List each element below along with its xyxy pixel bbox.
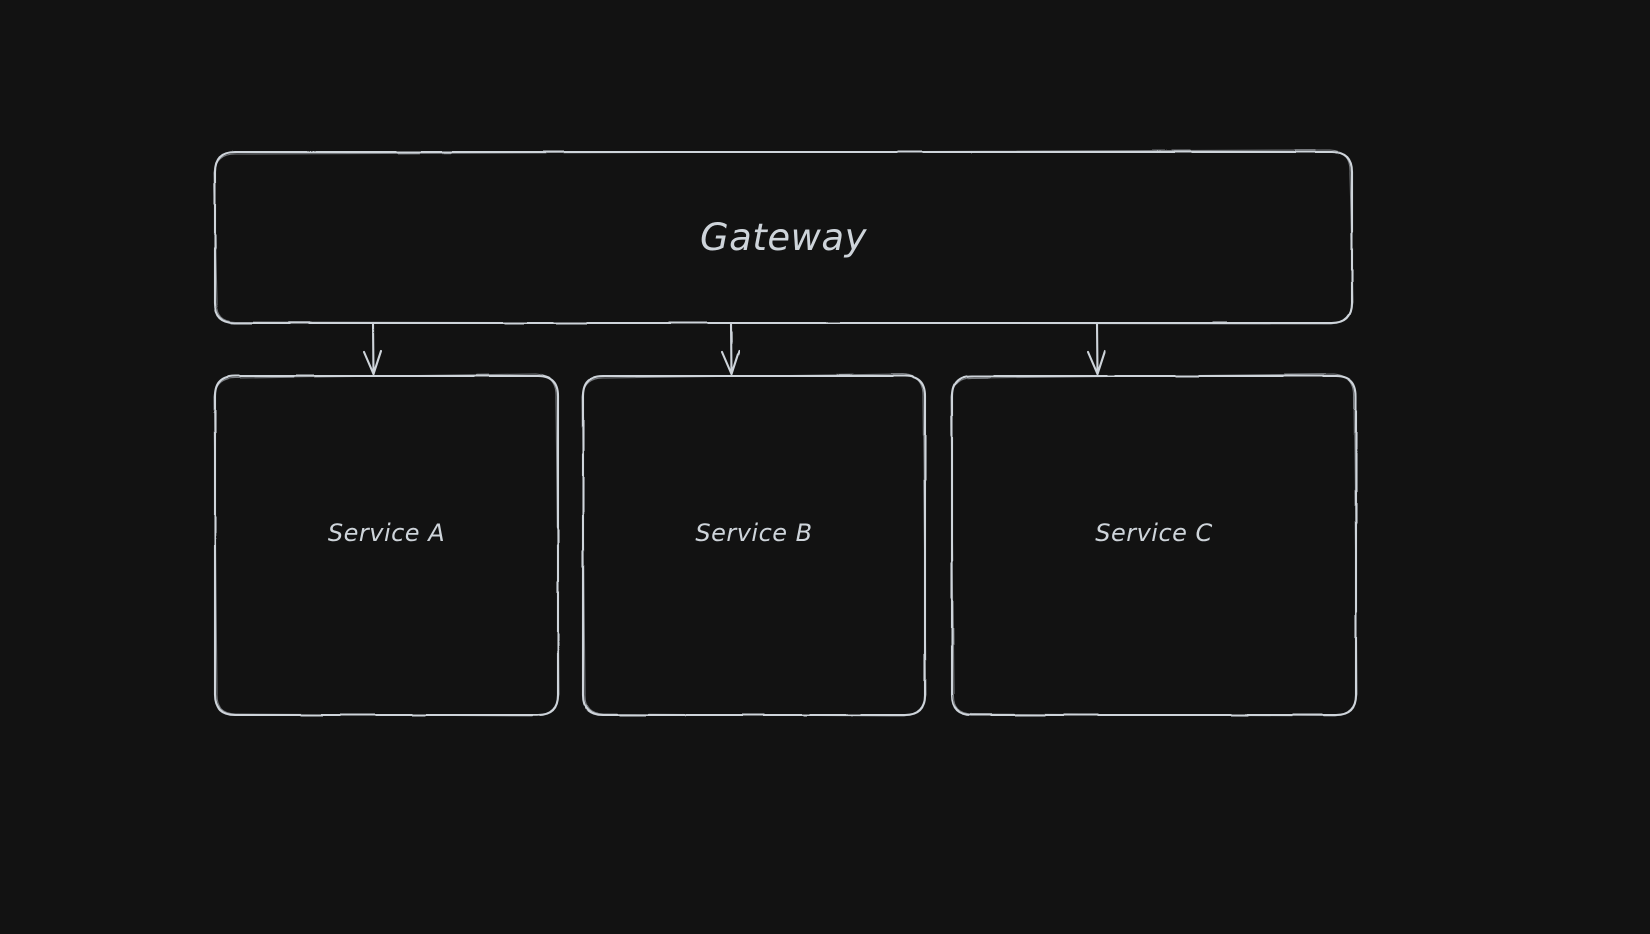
node-gateway[interactable] xyxy=(213,149,1354,325)
node-label-service-c: Service C xyxy=(1095,519,1213,547)
arrowhead-down-icon xyxy=(1086,349,1107,376)
node-service-c[interactable] xyxy=(950,373,1358,717)
arrowhead-down-icon xyxy=(362,349,383,376)
node-label-service-b: Service B xyxy=(695,519,813,547)
node-label-gateway: Gateway xyxy=(700,216,867,259)
node-service-b[interactable] xyxy=(581,373,927,717)
node-service-a[interactable] xyxy=(213,373,560,717)
arrowhead-down-icon xyxy=(720,349,741,376)
edge-gateway-to-service-b[interactable] xyxy=(720,321,741,376)
edge-gateway-to-service-a[interactable] xyxy=(362,321,383,376)
edge-gateway-to-service-c[interactable] xyxy=(1086,321,1107,376)
node-label-service-a: Service A xyxy=(327,519,446,547)
